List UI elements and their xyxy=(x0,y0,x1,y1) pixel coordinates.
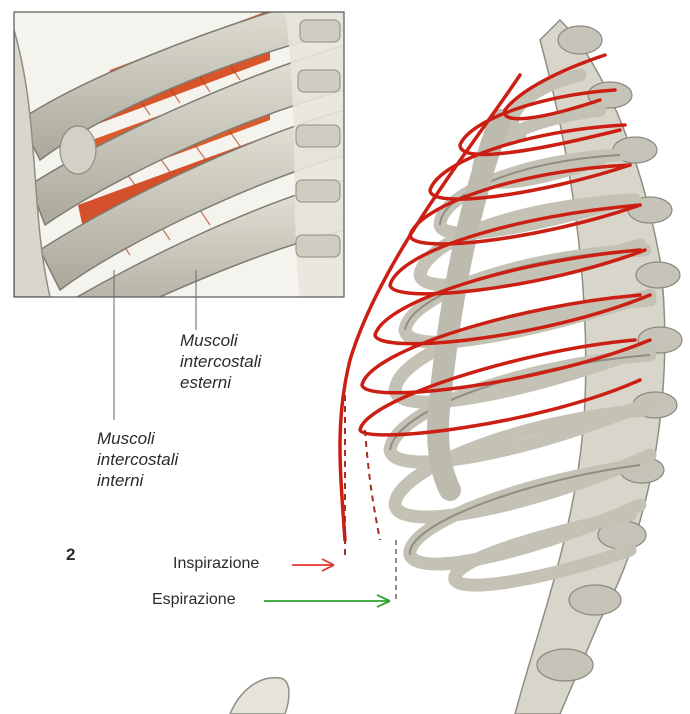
sternum xyxy=(438,120,500,490)
figure-number: 2 xyxy=(66,545,75,565)
label-internal-intercostal-muscles: Muscoli intercostali interni xyxy=(97,428,178,491)
label-external-intercostal-muscles: Muscoli intercostali esterni xyxy=(180,330,261,393)
inspiration-arrow xyxy=(292,559,334,571)
label-expiration: Espirazione xyxy=(152,591,236,609)
displacement-guides xyxy=(345,395,380,560)
pelvis-fragment xyxy=(230,678,289,714)
label-inspiration: Inspirazione xyxy=(173,555,259,573)
inset-panel xyxy=(14,0,345,330)
expiration-arrow xyxy=(264,595,390,607)
